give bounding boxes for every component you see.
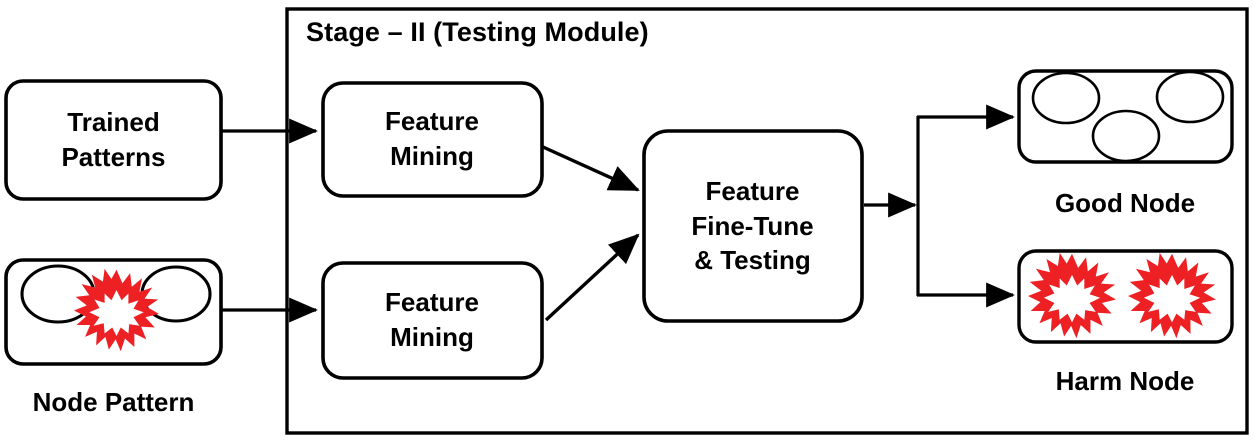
feature-fine-tune-box bbox=[642, 129, 864, 323]
trained-patterns-box bbox=[4, 79, 223, 201]
harm-node-caption: Harm Node bbox=[1055, 366, 1195, 396]
feature-mining-top-box bbox=[321, 81, 544, 198]
stage-title: Stage – II (Testing Module) bbox=[306, 17, 649, 47]
connector-mining-top-to-fine-tune bbox=[542, 145, 640, 192]
connector-mining-bottom-to-fine-tune bbox=[544, 233, 640, 322]
node-pattern-caption: Node Pattern bbox=[32, 387, 195, 417]
good-node-circle-2 bbox=[1091, 109, 1161, 163]
feature-mining-bottom-box bbox=[321, 261, 544, 380]
good-node-caption: Good Node bbox=[1054, 188, 1196, 218]
good-node-circle-3 bbox=[1155, 70, 1225, 124]
good-node-circle-1 bbox=[1031, 71, 1101, 125]
